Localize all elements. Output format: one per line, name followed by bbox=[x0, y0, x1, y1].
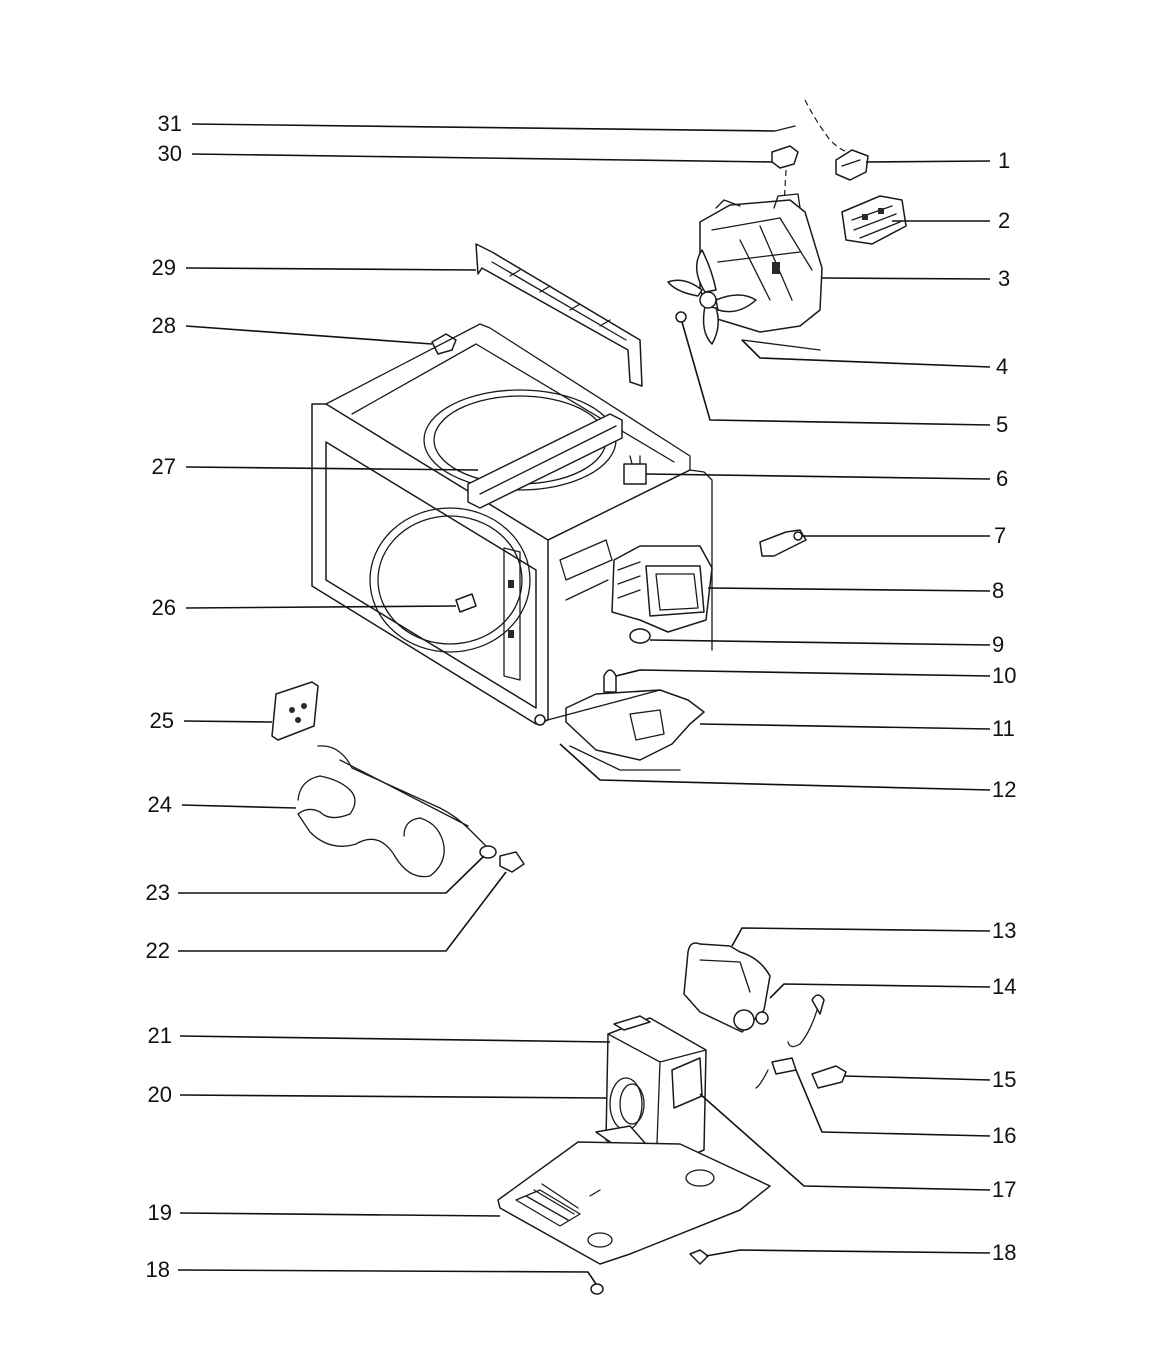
callouts-left: 31 30 29 28 27 26 25 24 23 22 21 20 19 1… bbox=[146, 111, 182, 1282]
callout-4: 4 bbox=[996, 354, 1008, 379]
part-30-clip bbox=[771, 145, 799, 206]
callout-29: 29 bbox=[152, 255, 176, 280]
callout-23: 23 bbox=[146, 880, 170, 905]
callout-21: 21 bbox=[148, 1023, 172, 1048]
leader-lines bbox=[177, 123, 991, 1285]
callout-6: 6 bbox=[996, 466, 1008, 491]
callout-22: 22 bbox=[146, 938, 170, 963]
callout-19: 19 bbox=[148, 1200, 172, 1225]
part-24-heater bbox=[297, 745, 487, 878]
part-8-magnetron bbox=[611, 545, 713, 633]
callout-12: 12 bbox=[992, 777, 1016, 802]
callouts-right: 1 2 3 4 5 6 7 8 9 10 11 12 13 14 15 16 1… bbox=[992, 148, 1016, 1265]
callout-13: 13 bbox=[992, 918, 1016, 943]
part-6-fuse bbox=[623, 455, 647, 485]
part-29-top-rail bbox=[475, 243, 643, 387]
callout-5: 5 bbox=[996, 412, 1008, 437]
callout-31: 31 bbox=[158, 111, 182, 136]
callout-25: 25 bbox=[150, 708, 174, 733]
callout-11: 11 bbox=[992, 716, 1015, 741]
callout-16: 16 bbox=[992, 1123, 1016, 1148]
callout-24: 24 bbox=[148, 792, 172, 817]
part-2-switch-assembly bbox=[841, 195, 907, 245]
callout-9: 9 bbox=[992, 632, 1004, 657]
part-25-plate bbox=[271, 681, 319, 741]
part-7-bracket bbox=[759, 529, 807, 557]
callout-1: 1 bbox=[998, 148, 1010, 173]
part-4-fan-blade bbox=[667, 249, 821, 351]
part-11-12-base-bracket bbox=[534, 689, 705, 771]
callout-18-left: 18 bbox=[146, 1257, 170, 1282]
callout-17: 17 bbox=[992, 1177, 1016, 1202]
callout-30: 30 bbox=[158, 141, 182, 166]
callout-20: 20 bbox=[148, 1082, 172, 1107]
callout-14: 14 bbox=[992, 974, 1016, 999]
callout-8: 8 bbox=[992, 578, 1004, 603]
part-19-base-plate bbox=[497, 1141, 771, 1265]
part-15-16-diode bbox=[755, 994, 847, 1089]
part-13-14-capacitor bbox=[683, 942, 771, 1033]
part-3-fan-duct bbox=[699, 193, 823, 333]
part-27-crossbar bbox=[467, 413, 623, 509]
oven-cavity bbox=[311, 323, 713, 725]
part-18-feet bbox=[590, 1249, 709, 1295]
callout-26: 26 bbox=[152, 595, 176, 620]
callout-27: 27 bbox=[152, 454, 176, 479]
part-31-wire bbox=[774, 99, 849, 153]
part-10-lamp bbox=[603, 669, 617, 693]
part-26-bottom-holder bbox=[455, 593, 477, 613]
callout-28: 28 bbox=[152, 313, 176, 338]
part-5-screw bbox=[675, 311, 687, 323]
callout-15: 15 bbox=[992, 1067, 1016, 1092]
part-23-22-fittings bbox=[479, 845, 525, 873]
part-9-cap bbox=[629, 628, 651, 644]
part-1-connector bbox=[835, 149, 869, 181]
callout-3: 3 bbox=[998, 266, 1010, 291]
callout-10: 10 bbox=[992, 663, 1016, 688]
callout-18-right: 18 bbox=[992, 1240, 1016, 1265]
callout-2: 2 bbox=[998, 208, 1010, 233]
part-28-clip bbox=[431, 333, 457, 355]
callout-7: 7 bbox=[994, 523, 1006, 548]
